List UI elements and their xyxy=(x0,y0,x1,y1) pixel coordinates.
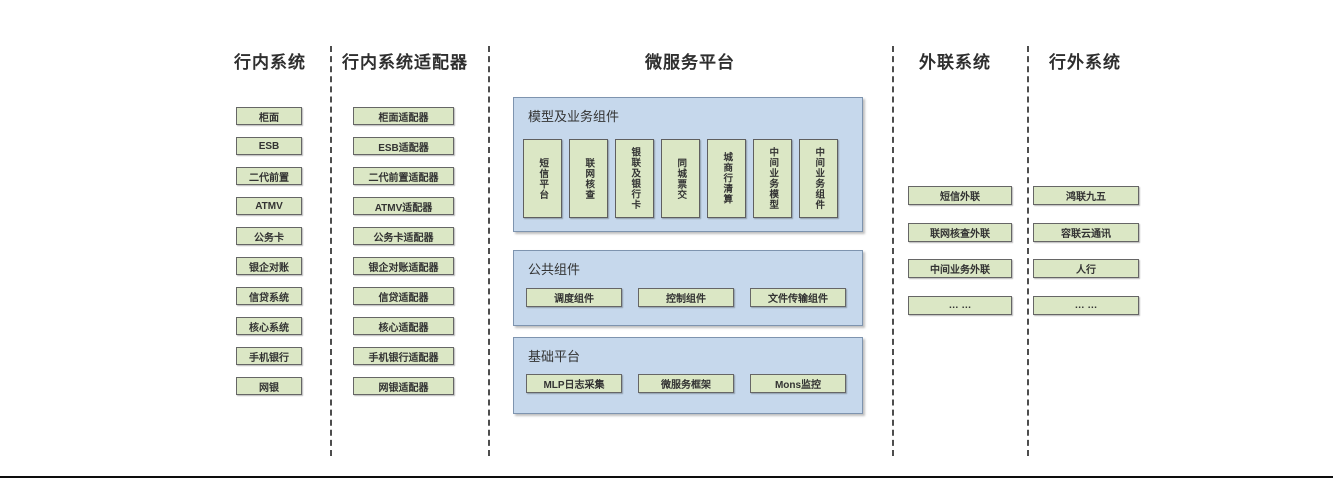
internal-system-box: 公务卡 xyxy=(236,227,302,245)
column-title-internal-systems: 行内系统 xyxy=(234,53,306,72)
model-business-section: 模型及业务组件 短信平台 联网核查 银联及银行卡 同城票交 城商行清算 中间业务… xyxy=(513,97,863,232)
internal-systems-column: 柜面 ESB 二代前置 ATMV 公务卡 银企对账 信贷系统 核心系统 手机银行… xyxy=(236,107,302,407)
section-label: 模型及业务组件 xyxy=(528,109,620,124)
internal-system-box: 银企对账 xyxy=(236,257,302,275)
model-component-box: 联网核查 xyxy=(569,139,608,218)
column-divider xyxy=(892,46,894,456)
adapter-box: 手机银行适配器 xyxy=(353,347,454,365)
base-platform-section: 基础平台 MLP日志采集 微服务框架 Mons监控 xyxy=(513,337,863,414)
section-label: 公共组件 xyxy=(528,262,581,277)
common-component-box: 控制组件 xyxy=(638,288,734,307)
adapter-box: 银企对账适配器 xyxy=(353,257,454,275)
adapter-box: ESB适配器 xyxy=(353,137,454,155)
column-title-external-systems: 行外系统 xyxy=(1049,53,1121,72)
adapter-box: 网银适配器 xyxy=(353,377,454,395)
base-platform-box: 微服务框架 xyxy=(638,374,734,393)
external-system-box: 人行 xyxy=(1033,259,1139,278)
base-platform-box: MLP日志采集 xyxy=(526,374,622,393)
section-label: 基础平台 xyxy=(528,349,581,364)
model-component-box: 短信平台 xyxy=(523,139,562,218)
internal-system-box: ATMV xyxy=(236,197,302,215)
common-component-row: 调度组件 控制组件 文件传输组件 xyxy=(526,288,846,307)
column-title-microservice-platform: 微服务平台 xyxy=(645,53,735,72)
column-divider xyxy=(1027,46,1029,456)
adapter-box: 核心适配器 xyxy=(353,317,454,335)
column-title-internal-adapters: 行内系统适配器 xyxy=(342,53,468,72)
column-divider xyxy=(488,46,490,456)
model-component-box: 中间业务组件 xyxy=(799,139,838,218)
model-component-row: 短信平台 联网核查 银联及银行卡 同城票交 城商行清算 中间业务模型 中间业务组… xyxy=(523,139,838,218)
internal-system-box: 手机银行 xyxy=(236,347,302,365)
internal-system-box: 信贷系统 xyxy=(236,287,302,305)
outbound-link-box: 联网核查外联 xyxy=(908,222,1012,242)
base-platform-row: MLP日志采集 微服务框架 Mons监控 xyxy=(526,374,846,393)
external-system-box: 容联云通讯 xyxy=(1033,222,1139,242)
common-component-box: 文件传输组件 xyxy=(750,288,846,307)
model-component-box: 同城票交 xyxy=(661,139,700,218)
external-system-box: … … xyxy=(1033,295,1139,315)
model-component-box: 银联及银行卡 xyxy=(615,139,654,218)
common-component-box: 调度组件 xyxy=(526,288,622,307)
bottom-rule xyxy=(0,476,1333,478)
common-components-section: 公共组件 调度组件 控制组件 文件传输组件 xyxy=(513,250,863,326)
internal-system-box: 二代前置 xyxy=(236,167,302,185)
adapter-box: 柜面适配器 xyxy=(353,107,454,125)
column-divider xyxy=(330,46,332,456)
model-component-box: 中间业务模型 xyxy=(753,139,792,218)
internal-system-box: 柜面 xyxy=(236,107,302,125)
internal-system-box: ESB xyxy=(236,137,302,155)
column-title-outbound-systems: 外联系统 xyxy=(919,53,991,72)
outbound-link-box: 中间业务外联 xyxy=(908,259,1012,278)
external-system-box: 鸿联九五 xyxy=(1033,186,1139,205)
internal-adapters-column: 柜面适配器 ESB适配器 二代前置适配器 ATMV适配器 公务卡适配器 银企对账… xyxy=(353,107,454,407)
adapter-box: ATMV适配器 xyxy=(353,197,454,215)
adapter-box: 二代前置适配器 xyxy=(353,167,454,185)
outbound-systems-column: 短信外联 联网核查外联 中间业务外联 … … xyxy=(908,186,1012,332)
base-platform-box: Mons监控 xyxy=(750,374,846,393)
external-systems-column: 鸿联九五 容联云通讯 人行 … … xyxy=(1033,186,1139,332)
adapter-box: 信贷适配器 xyxy=(353,287,454,305)
internal-system-box: 网银 xyxy=(236,377,302,395)
adapter-box: 公务卡适配器 xyxy=(353,227,454,245)
model-component-box: 城商行清算 xyxy=(707,139,746,218)
outbound-link-box: 短信外联 xyxy=(908,186,1012,205)
internal-system-box: 核心系统 xyxy=(236,317,302,335)
outbound-link-box: … … xyxy=(908,295,1012,315)
